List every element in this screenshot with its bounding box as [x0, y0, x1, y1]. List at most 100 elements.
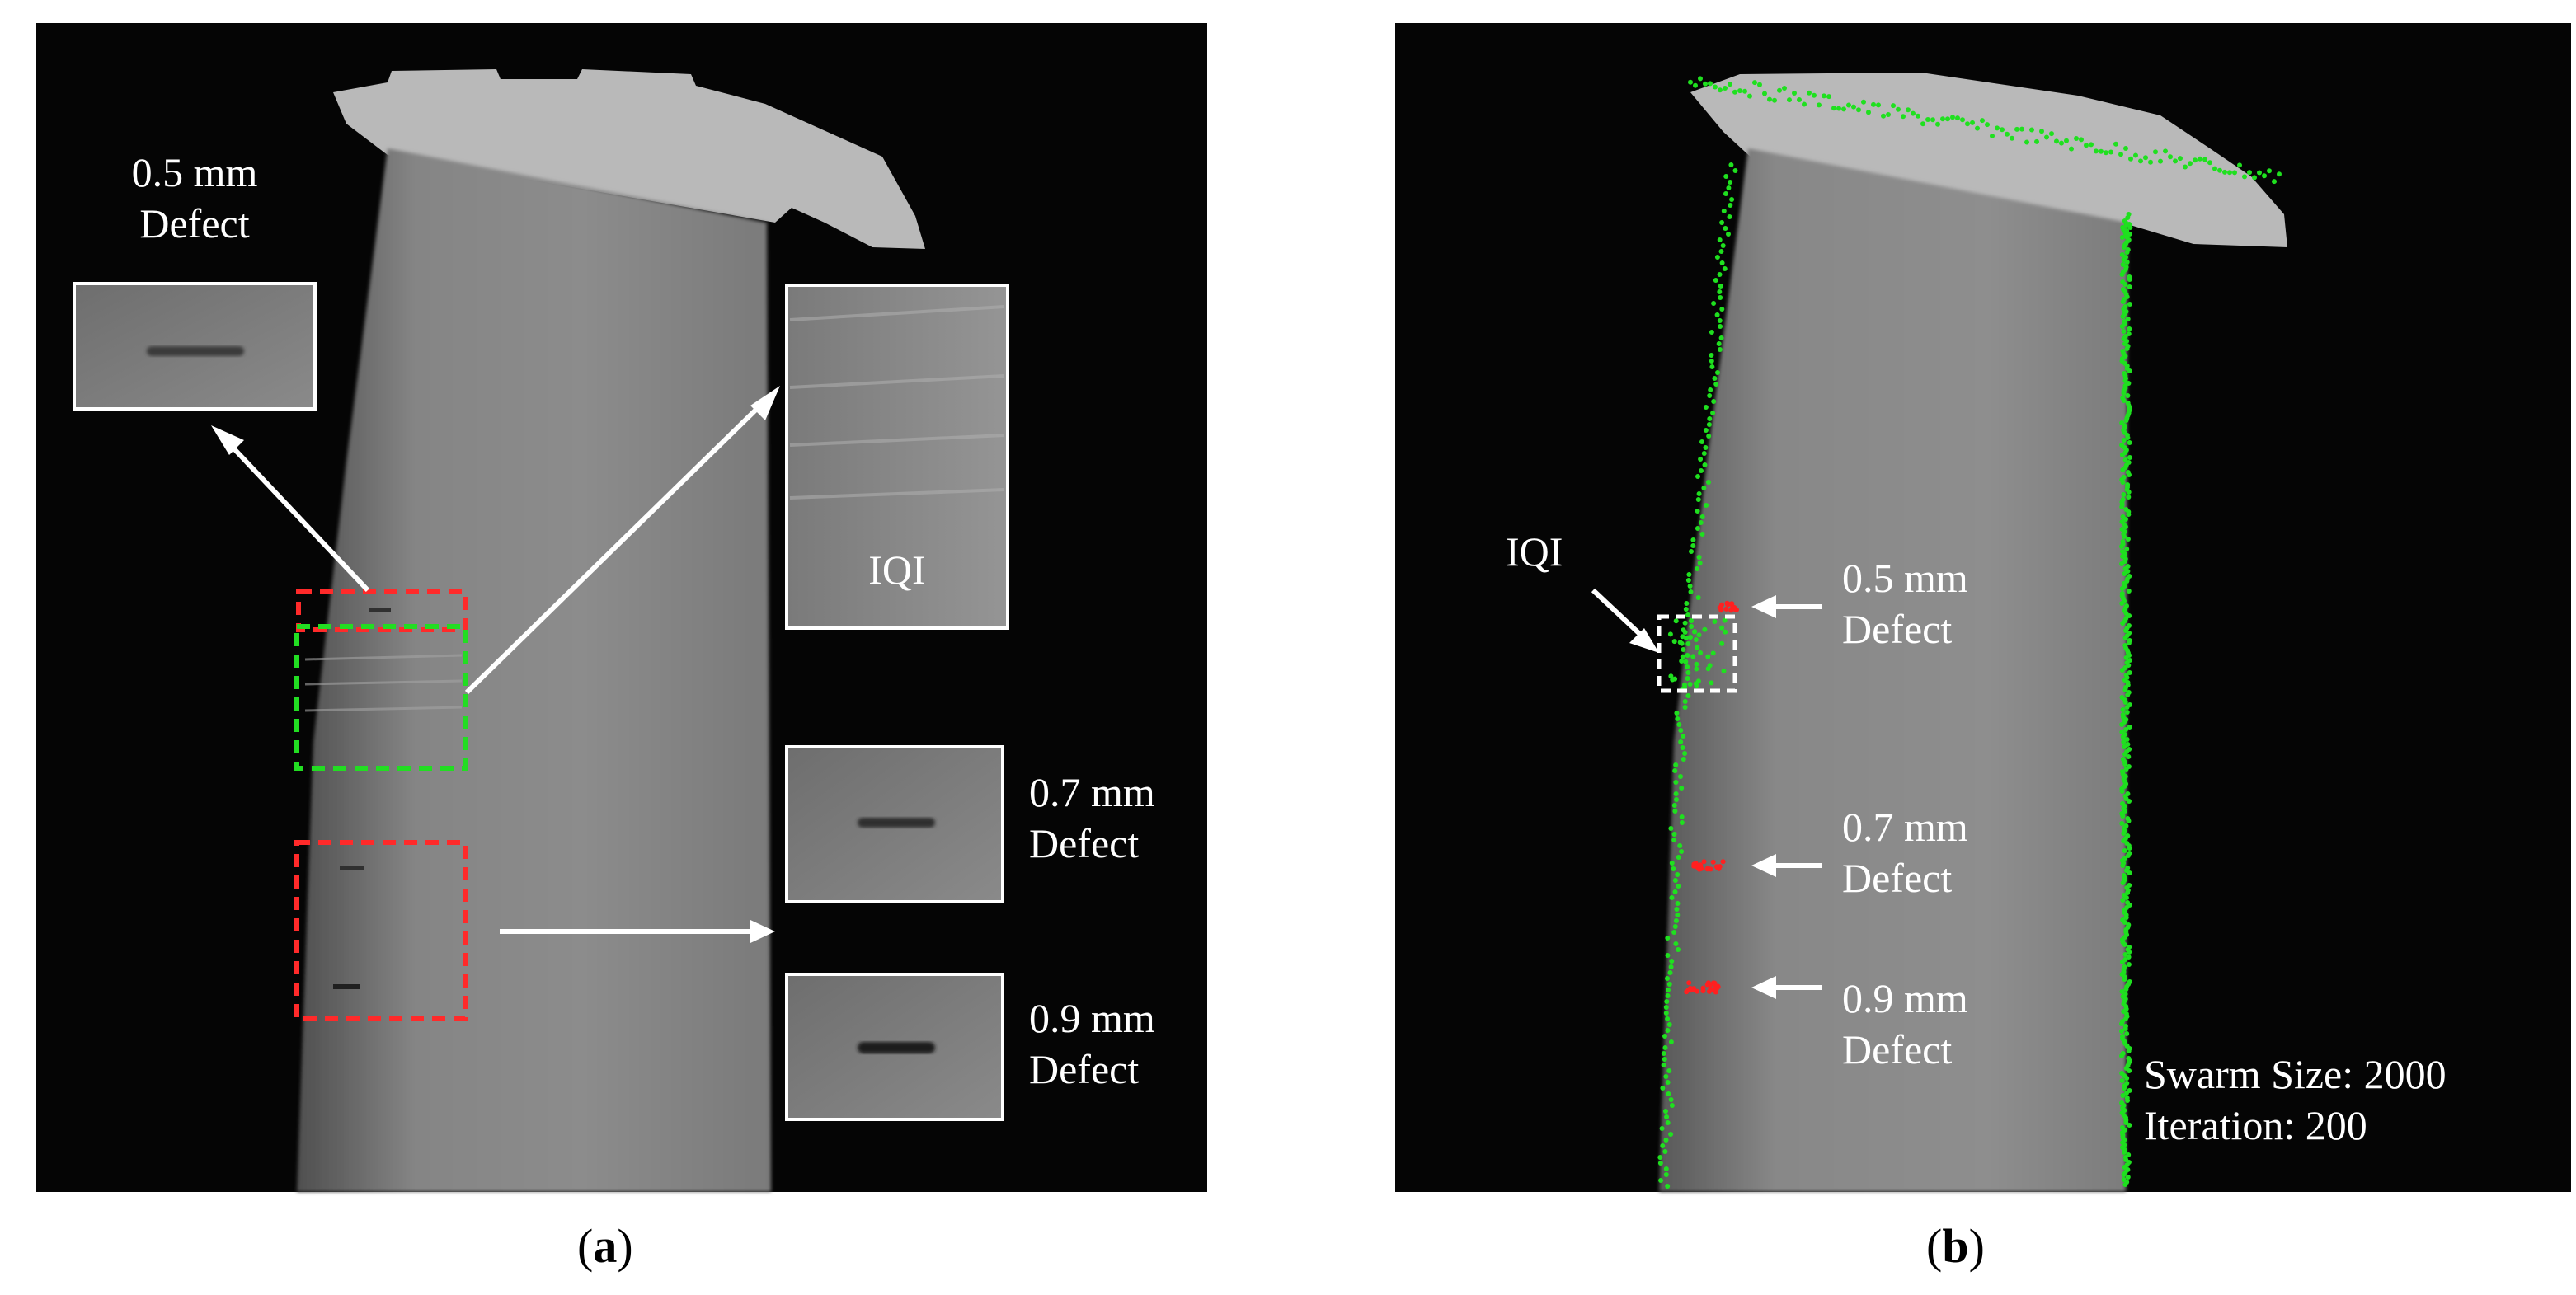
scatter-point — [1665, 953, 1671, 958]
scatter-point — [1975, 125, 1980, 131]
panel-a-inset-iqi-lines — [789, 305, 1005, 500]
scatter-point — [1817, 102, 1822, 108]
scatter-point — [1661, 1051, 1666, 1056]
scatter-point — [1945, 116, 1950, 122]
scatter-point — [2126, 1049, 2132, 1053]
scatter-point — [1671, 832, 1677, 837]
scatter-point — [1714, 255, 1720, 260]
scatter-point — [1679, 786, 1685, 791]
scatter-point — [2119, 561, 2125, 566]
scatter-point — [2123, 655, 2129, 660]
scatter-point — [2126, 640, 2132, 645]
scatter-point — [1726, 232, 1731, 237]
scatter-point — [2122, 920, 2127, 925]
scatter-point — [2123, 727, 2129, 732]
scatter-point — [2122, 282, 2128, 287]
scatter-point — [1713, 382, 1719, 387]
panel-a-arrow-to-05 — [223, 438, 370, 593]
scatter-point — [1685, 653, 1690, 658]
panel-b-xray — [1395, 23, 2571, 1192]
panel-a-blade-platform — [333, 69, 925, 249]
scatter-point — [2127, 1068, 2132, 1073]
scatter-point — [2124, 547, 2130, 551]
scatter-point — [1663, 1011, 1669, 1016]
scatter-point — [1669, 1103, 1675, 1108]
scatter-point — [1719, 307, 1725, 312]
panel-b-arrowhead-05 — [1751, 595, 1776, 618]
panel-b-iteration: Iteration: 200 — [2144, 1102, 2367, 1148]
panel-b-caption-open: ( — [1926, 1219, 1943, 1273]
scatter-point — [1723, 86, 1728, 91]
scatter-point — [2272, 179, 2277, 185]
panel-b-swarm-info: Swarm Size: 2000 Iteration: 200 — [2144, 1049, 2447, 1151]
scatter-point — [1694, 666, 1699, 672]
scatter-point — [2207, 160, 2212, 166]
scatter-point — [1688, 79, 1693, 85]
scatter-point — [1866, 110, 1871, 115]
scatter-point — [1665, 1120, 1671, 1125]
scatter-point — [1713, 278, 1718, 283]
scatter-point — [1698, 457, 1704, 462]
scatter-point — [1679, 849, 1685, 854]
scatter-point — [1723, 191, 1728, 196]
scatter-point — [2127, 870, 2132, 875]
scatter-point — [1709, 359, 1714, 364]
scatter-point — [2120, 314, 2126, 319]
scatter-point — [1713, 989, 1718, 995]
scatter-point — [2183, 164, 2188, 170]
scatter-point — [1742, 88, 1747, 94]
scatter-point — [1708, 387, 1713, 392]
scatter-point — [2257, 170, 2262, 176]
scatter-point — [2242, 174, 2247, 180]
scatter-point — [1718, 608, 1724, 613]
scatter-point — [1846, 102, 1851, 108]
scatter-point — [2126, 331, 2132, 336]
scatter-point — [2123, 915, 2129, 920]
scatter-point — [1685, 578, 1691, 583]
scatter-point — [1677, 640, 1683, 645]
scatter-point — [1682, 751, 1688, 756]
scatter-point — [1687, 986, 1693, 991]
scatter-point — [2120, 1093, 2126, 1098]
scatter-point — [2120, 299, 2126, 304]
scatter-point — [2123, 1120, 2129, 1125]
scatter-point — [1728, 162, 1734, 167]
scatter-point — [1673, 618, 1679, 624]
scatter-point — [2123, 418, 2129, 423]
scatter-point — [2127, 326, 2132, 331]
scatter-point — [1710, 859, 1716, 865]
scatter-point — [1660, 1143, 1666, 1148]
scatter-point — [1723, 629, 1728, 635]
scatter-point — [1747, 93, 1752, 99]
scatter-point — [1681, 647, 1686, 652]
panel-a-defect-mark-05 — [369, 608, 391, 612]
scatter-point — [1697, 561, 1703, 565]
scatter-point — [1689, 624, 1695, 629]
scatter-point — [2163, 148, 2168, 154]
scatter-point — [2089, 142, 2094, 148]
scatter-point — [1682, 620, 1688, 626]
scatter-point — [1720, 243, 1726, 248]
scatter-point — [1710, 411, 1716, 415]
scatter-point — [1677, 843, 1683, 848]
scatter-point — [1911, 110, 1916, 116]
scatter-point — [1678, 728, 1684, 733]
scatter-point — [1960, 117, 1965, 123]
scatter-point — [2122, 1150, 2127, 1155]
panel-b-edge-points — [1657, 76, 2282, 1189]
scatter-point — [2104, 150, 2108, 156]
scatter-point — [1678, 739, 1684, 744]
scatter-point — [2099, 148, 2104, 154]
scatter-point — [1990, 134, 1995, 138]
scatter-point — [2125, 215, 2131, 220]
scatter-point — [2119, 722, 2125, 727]
scatter-point — [1698, 76, 1703, 82]
scatter-point — [2252, 175, 2257, 181]
scatter-point — [1671, 930, 1677, 935]
scatter-point — [2193, 157, 2198, 163]
scatter-point — [2143, 155, 2148, 161]
scatter-point — [2119, 1021, 2124, 1026]
scatter-point — [1661, 1063, 1666, 1067]
scatter-point — [2120, 707, 2126, 712]
scatter-point — [2188, 161, 2193, 167]
